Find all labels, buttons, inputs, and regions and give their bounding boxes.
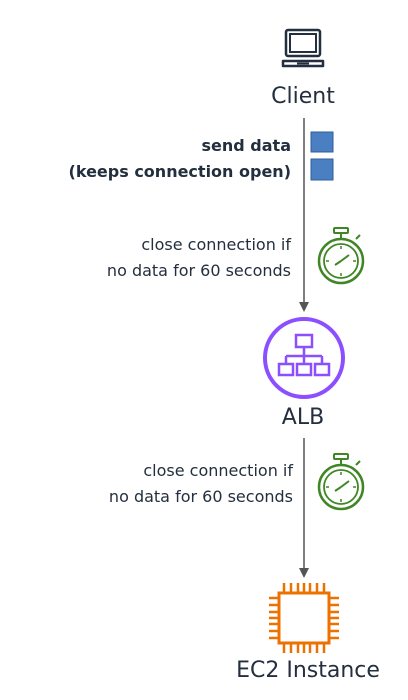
alb-timeout-line2: no data for 60 seconds bbox=[108, 487, 293, 506]
ec2-label: EC2 Instance bbox=[236, 658, 380, 683]
client-timeout-line2: no data for 60 seconds bbox=[106, 261, 291, 280]
send-data-line2: (keeps connection open) bbox=[68, 162, 291, 181]
load-balancer-icon bbox=[262, 316, 346, 400]
arrow-client-to-alb bbox=[298, 118, 310, 314]
laptop-icon bbox=[281, 27, 325, 73]
chip-icon bbox=[266, 580, 342, 656]
alb-timeout-line1: close connection if bbox=[143, 461, 293, 480]
send-data-note: send data (keeps connection open) bbox=[69, 133, 291, 185]
client-timeout-line1: close connection if bbox=[141, 235, 291, 254]
data-packet-icon bbox=[310, 131, 334, 183]
alb-timeout-note: close connection if no data for 60 secon… bbox=[109, 458, 293, 510]
stopwatch-icon bbox=[314, 452, 368, 512]
client-timeout-note: close connection if no data for 60 secon… bbox=[107, 232, 291, 284]
send-data-line1: send data bbox=[201, 136, 291, 155]
client-label: Client bbox=[271, 84, 335, 109]
stopwatch-icon bbox=[314, 226, 368, 286]
alb-label: ALB bbox=[281, 405, 325, 430]
arrow-alb-to-ec2 bbox=[298, 438, 310, 580]
